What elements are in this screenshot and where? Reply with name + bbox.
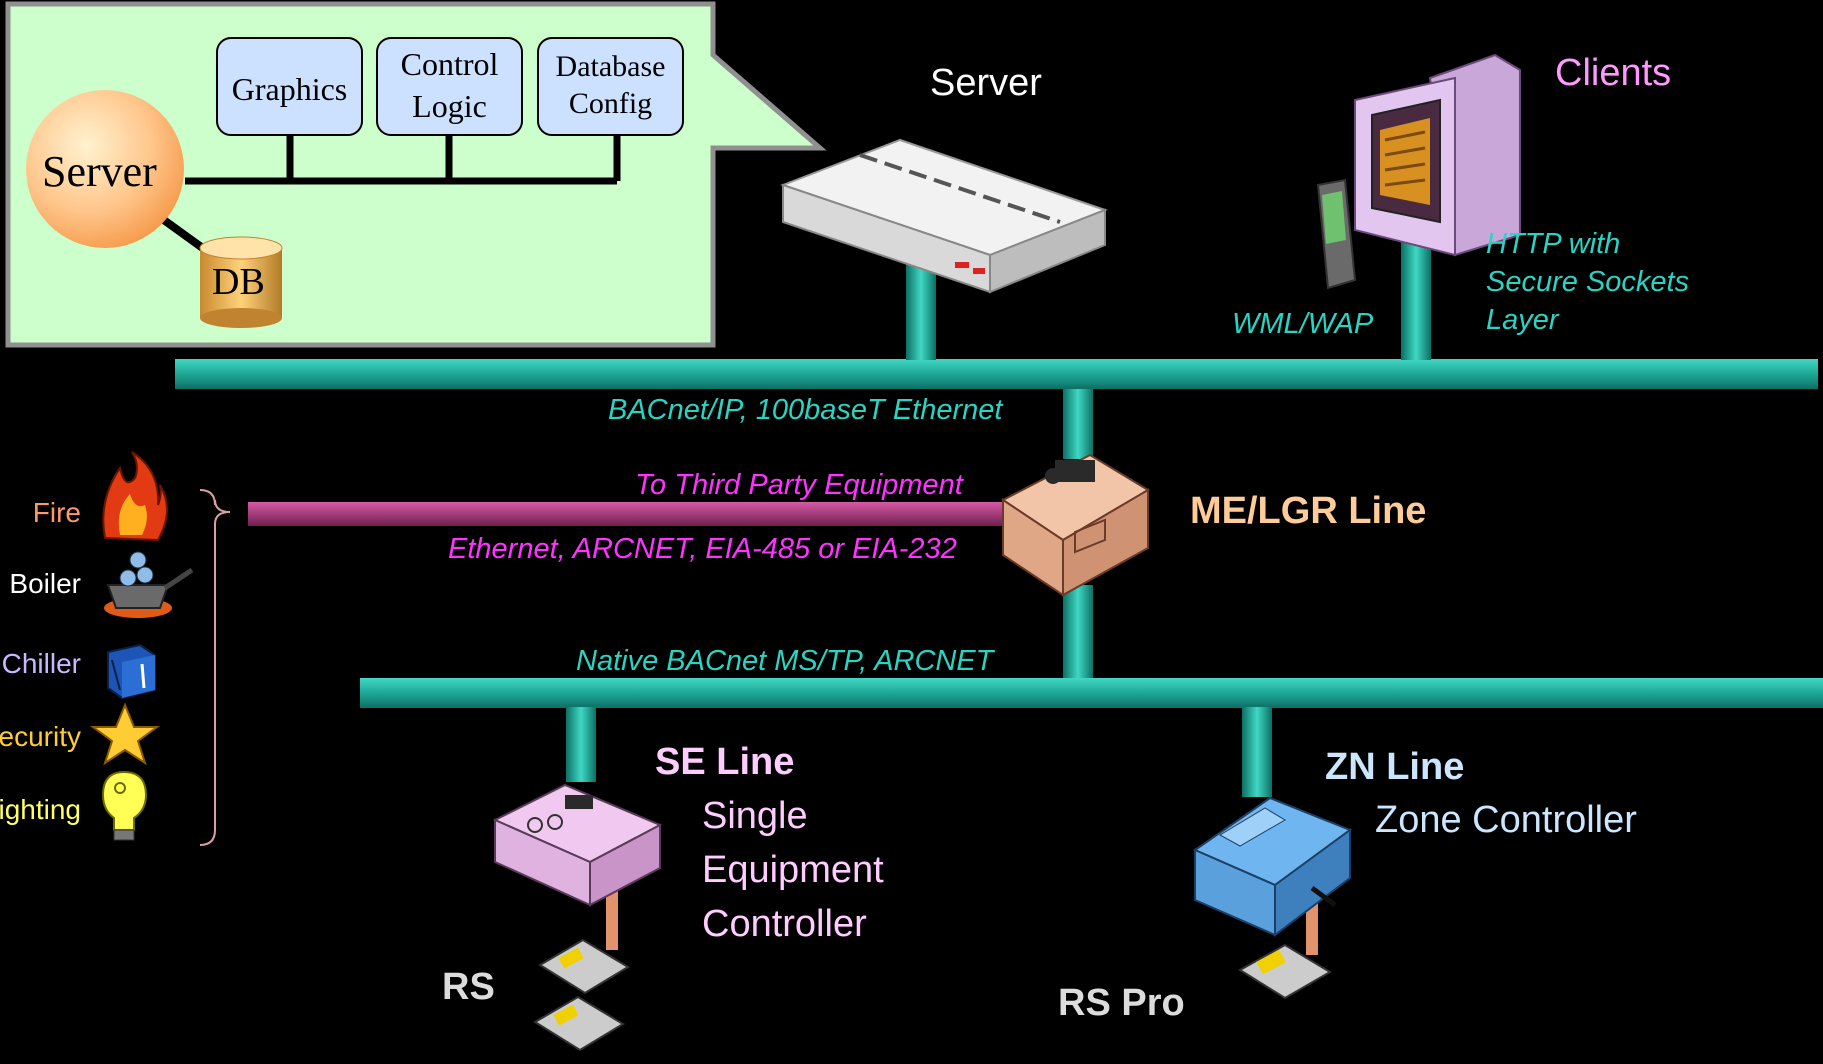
https-label-2: Secure Sockets [1486, 266, 1690, 298]
rs-sensor-icon [533, 938, 630, 1052]
database-config-label-1: Database [555, 50, 666, 83]
server-node [26, 90, 184, 248]
graphics-module [216, 37, 363, 136]
equipment-label-chiller: Chiller [1, 648, 81, 679]
me-uplink [1063, 389, 1093, 459]
me-lgr-controller-icon [1001, 453, 1150, 597]
callout-server-label: Server [42, 147, 157, 196]
server-rack-icon [780, 138, 1108, 294]
control-logic-module [376, 37, 523, 136]
zn-desc: Zone Controller [1375, 799, 1637, 841]
server-label: Server [930, 62, 1042, 104]
equipment-label-boiler: Boiler [9, 568, 81, 599]
mstp-label: Native BACnet MS/TP, ARCNET [576, 645, 994, 677]
rs-lead [606, 880, 618, 950]
zn-line-label: ZN Line [1325, 746, 1465, 788]
rs-pro-label: RS Pro [1058, 982, 1185, 1024]
graphics-module-label: Graphics [231, 71, 348, 107]
https-label-1: HTTP with [1486, 228, 1621, 260]
third-party-media-label: Ethernet, ARCNET, EIA-485 or EIA-232 [448, 533, 957, 565]
se-drop [566, 707, 596, 782]
zn-drop [1242, 707, 1272, 797]
bacnet-ip-bus [175, 359, 1818, 389]
boiler-icon [104, 551, 194, 618]
star-badge-icon [89, 702, 161, 766]
pda-icon [1316, 178, 1357, 290]
lightbulb-icon [101, 770, 148, 841]
se-desc-2: Equipment [702, 849, 884, 891]
third-party-label: To Third Party Equipment [635, 469, 963, 501]
server-drop [906, 260, 936, 360]
clients-label: Clients [1555, 52, 1672, 94]
database-config-label-2: Config [568, 87, 653, 120]
zn-controller-icon [1192, 796, 1353, 938]
chiller-icon [107, 643, 156, 700]
database-cylinder [199, 236, 283, 328]
https-label-3: Layer [1486, 304, 1559, 336]
database-config-module [537, 37, 684, 136]
control-logic-label-1: Control [400, 46, 499, 82]
control-logic-label-2: Logic [412, 88, 487, 124]
callout-db-label: DB [212, 261, 265, 303]
me-downlink [1063, 585, 1093, 680]
se-line-label: SE Line [655, 741, 795, 783]
equipment-brace [199, 489, 231, 846]
equipment-label-lighting: Lighting [0, 794, 81, 825]
se-controller-icon [492, 783, 663, 907]
rs-pro-sensor-icon [1238, 943, 1332, 1000]
se-desc-1: Single [702, 795, 808, 837]
bacnet-ip-label: BACnet/IP, 100baseT Ethernet [608, 394, 1003, 426]
equipment-label-security: Security [0, 721, 81, 752]
me-lgr-line-label: ME/LGR Line [1190, 490, 1427, 532]
se-desc-3: Controller [702, 903, 867, 945]
rs-label: RS [442, 966, 495, 1008]
flame-icon [102, 451, 168, 542]
third-party-bus [248, 502, 1018, 526]
equipment-label-fire: Fire [32, 497, 81, 528]
client-computer-icon [1354, 53, 1521, 257]
wml-wap-label: WML/WAP [1232, 308, 1374, 340]
mstp-bus [360, 678, 1823, 708]
server-callout [5, 1, 827, 348]
